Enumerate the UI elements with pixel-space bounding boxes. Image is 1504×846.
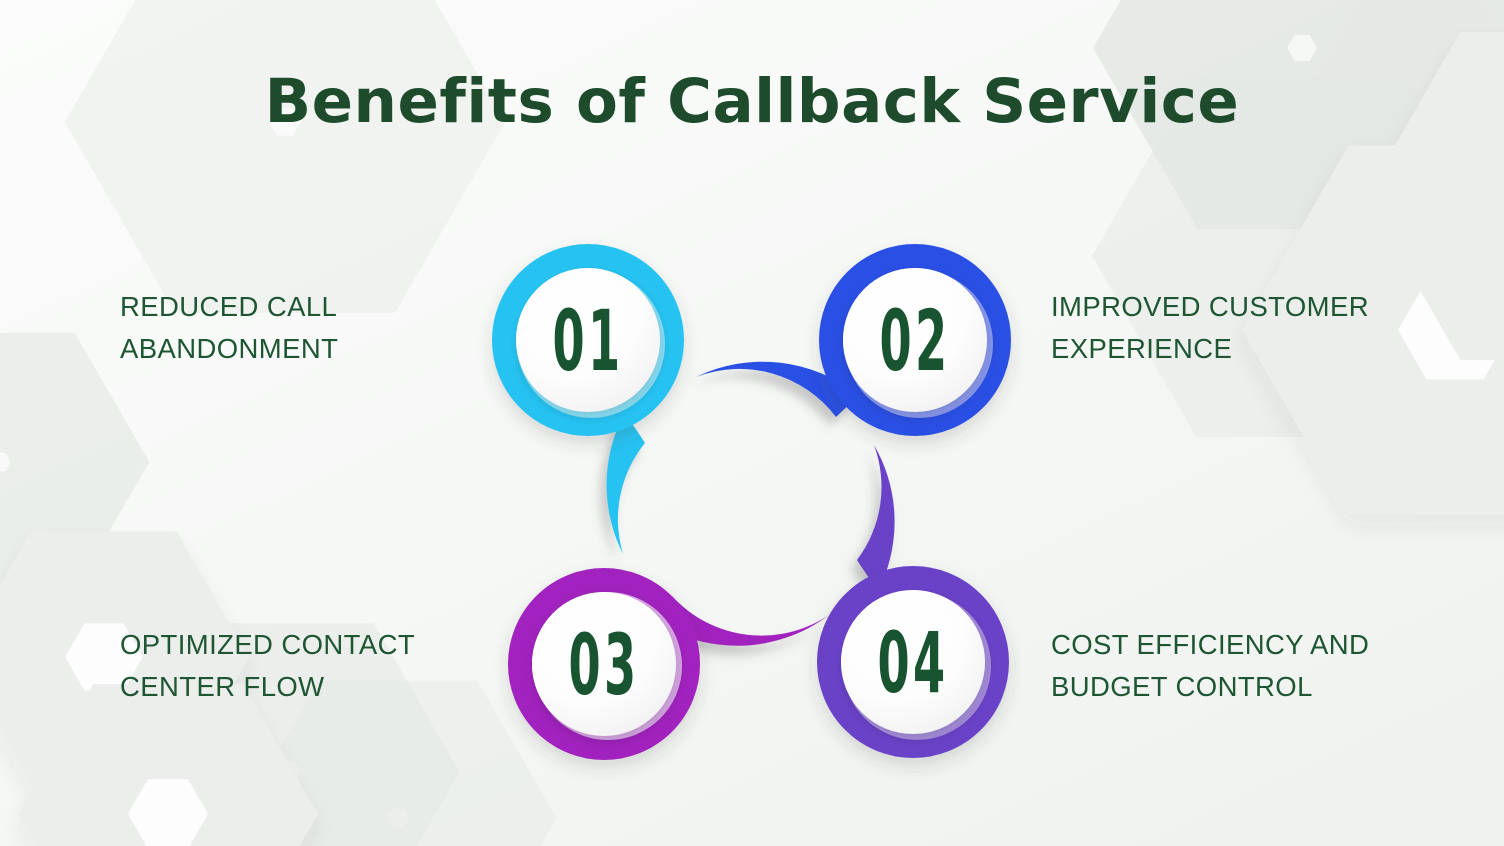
step-03-number: 03 — [569, 616, 640, 714]
step-04-ring: 04 — [817, 566, 1009, 758]
step-04-label-line2: BUDGET CONTROL — [1051, 671, 1313, 702]
step-02-label-line2: EXPERIENCE — [1051, 333, 1233, 364]
step-04-number: 04 — [878, 614, 949, 712]
step-03-disc — [532, 592, 676, 736]
step-01-ring: 01 — [492, 244, 684, 436]
connector-arc-02 — [696, 361, 866, 417]
connector-arc-01 — [606, 410, 645, 554]
step-02-number: 02 — [880, 292, 951, 390]
step-04-label-line1: COST EFFICIENCY AND — [1051, 629, 1370, 660]
step-03-label-line1: OPTIMIZED CONTACT — [120, 629, 416, 660]
step-02-disc — [843, 268, 987, 412]
step-01-disc — [516, 268, 660, 412]
step-03-ring-stroke — [508, 568, 700, 760]
step-02-ring: 02 — [819, 244, 1011, 436]
step-01-label: REDUCED CALL ABANDONMENT — [120, 286, 520, 370]
step-01-number: 01 — [553, 292, 624, 390]
step-02-label: IMPROVED CUSTOMER EXPERIENCE — [1051, 286, 1451, 370]
step-03-label: OPTIMIZED CONTACT CENTER FLOW — [120, 624, 520, 708]
step-01-label-line1: REDUCED CALL — [120, 291, 338, 322]
step-04-label: COST EFFICIENCY AND BUDGET CONTROL — [1051, 624, 1451, 708]
step-01-ring-stroke — [492, 244, 684, 436]
connector-arc-04 — [857, 445, 895, 592]
page-title: Benefits of Callback Service — [264, 66, 1240, 137]
hexagon-decoration — [73, 732, 263, 846]
step-02-ring-stroke — [819, 244, 1011, 436]
step-04-disc — [841, 590, 985, 734]
step-02-label-line1: IMPROVED CUSTOMER — [1051, 291, 1369, 322]
step-01-label-line2: ABANDONMENT — [120, 333, 339, 364]
step-03-ring: 03 — [508, 568, 700, 760]
step-03-label-line2: CENTER FLOW — [120, 671, 325, 702]
hexagon-decoration — [0, 393, 80, 532]
step-04-ring-stroke — [817, 566, 1009, 758]
hexagon-decoration — [313, 744, 483, 846]
